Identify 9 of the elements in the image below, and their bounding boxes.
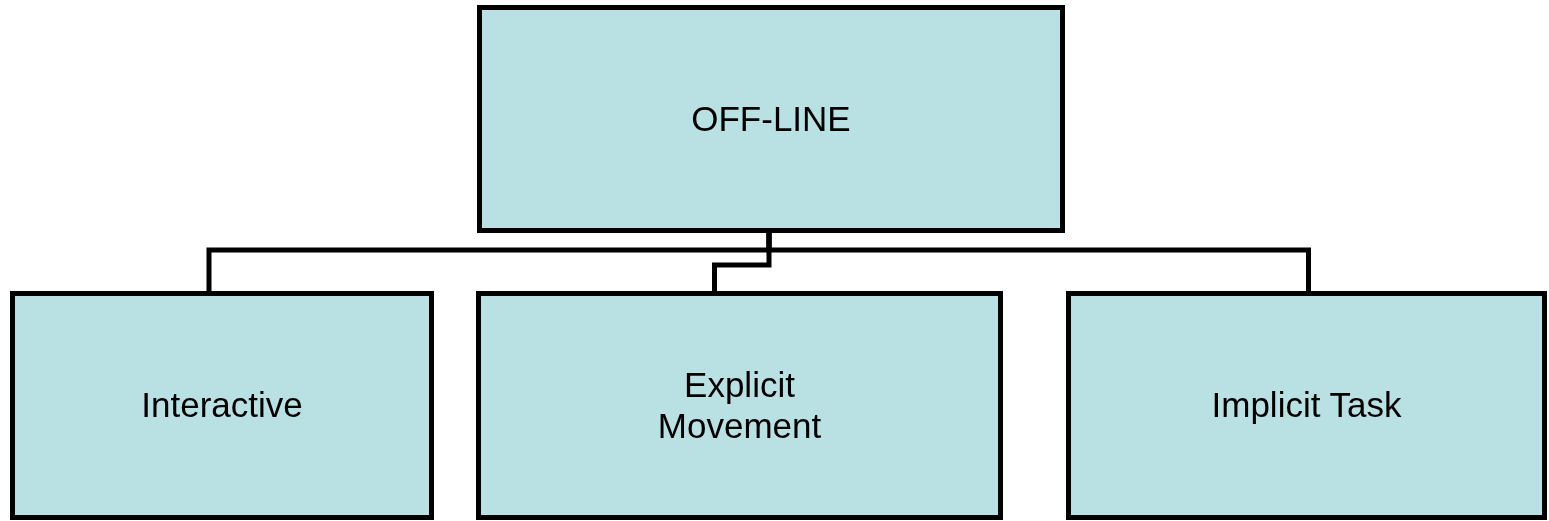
node-label: Interactive <box>141 385 303 426</box>
connector-line <box>766 233 1311 291</box>
node-label: Implicit Task <box>1211 385 1402 426</box>
node-label: Explicit Movement <box>656 365 823 446</box>
node-label: OFF-LINE <box>691 98 851 140</box>
process-box <box>476 291 1003 520</box>
process-box <box>1066 291 1547 520</box>
process-box <box>477 5 1065 233</box>
process-box <box>10 291 434 520</box>
